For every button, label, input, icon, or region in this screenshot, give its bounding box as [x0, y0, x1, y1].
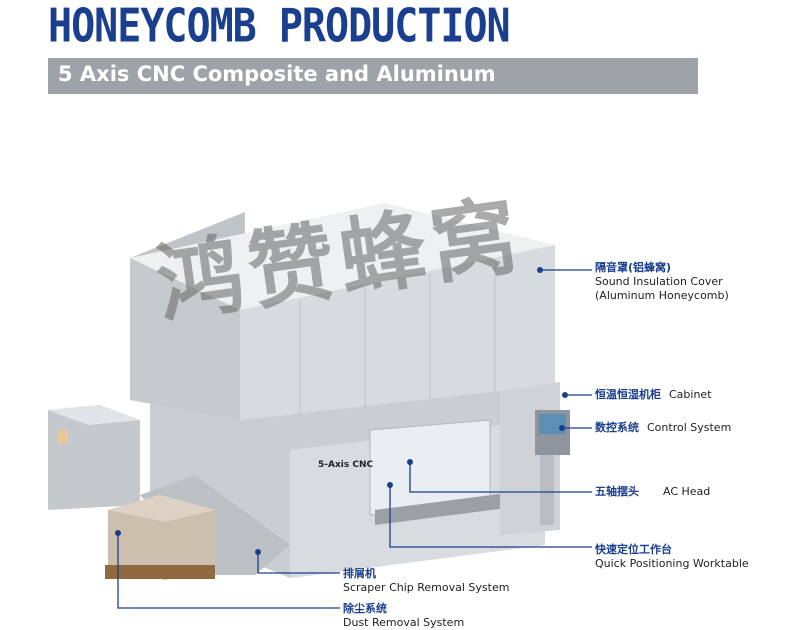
callout-sound-cover: 隔音罩(铝蜂窝) Sound Insulation Cover (Aluminu… [595, 261, 729, 302]
sound-insulation-cover [240, 245, 555, 420]
dust-collector [48, 405, 140, 510]
worktable [375, 490, 530, 525]
pallet [105, 565, 215, 579]
enclosure-top [130, 203, 555, 310]
page-title: HONEYCOMB PRODUCTION [48, 0, 511, 53]
enclosure-front [130, 258, 240, 420]
callout-dust-removal: 除尘系统 Dust Removal System [343, 602, 465, 629]
callout-worktable: 快速定位工作台 Quick Positioning Worktable [595, 543, 749, 570]
callout-chip-removal: 排屑机 Scraper Chip Removal System [343, 567, 510, 594]
subtitle-bar: 5 Axis CNC Composite and Aluminum [48, 58, 698, 94]
machine-badge: 5-Axis CNC [318, 460, 374, 470]
subtitle: 5 Axis CNC Composite and Aluminum [58, 62, 496, 86]
